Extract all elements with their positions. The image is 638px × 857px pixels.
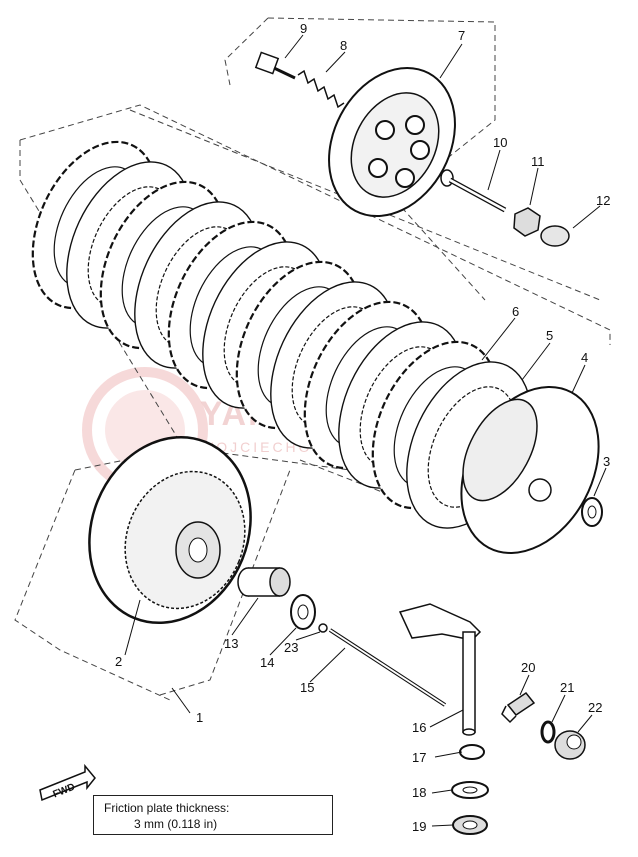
callout-2: 2 bbox=[115, 654, 122, 669]
clutch-housing bbox=[88, 435, 252, 625]
fwd-arrow-icon: FWD bbox=[39, 763, 96, 802]
friction-plate-note: Friction plate thickness: 3 mm (0.118 in… bbox=[93, 795, 333, 835]
callout-21: 21 bbox=[560, 680, 574, 695]
note-line1: Friction plate thickness: bbox=[104, 801, 230, 815]
callout-14: 14 bbox=[260, 655, 274, 670]
pressure-plate bbox=[328, 66, 456, 218]
push-lever-axle bbox=[398, 603, 482, 736]
callout-15: 15 bbox=[300, 680, 314, 695]
washer bbox=[290, 594, 316, 630]
adjusting-screw bbox=[501, 691, 536, 724]
note-line2: 3 mm (0.118 in) bbox=[134, 817, 218, 831]
leader-lines bbox=[124, 34, 607, 827]
callout-22: 22 bbox=[588, 700, 602, 715]
callout-11: 11 bbox=[531, 154, 545, 169]
callout-1: 1 bbox=[196, 710, 203, 725]
plain-washer bbox=[451, 781, 489, 799]
callout-4: 4 bbox=[581, 350, 588, 365]
spacer-bush bbox=[237, 567, 291, 597]
circlip bbox=[459, 744, 485, 760]
o-ring bbox=[540, 720, 556, 744]
clutch-boss bbox=[460, 386, 600, 554]
push-rod bbox=[440, 169, 507, 213]
callout-16: 16 bbox=[412, 720, 426, 735]
bolt bbox=[254, 51, 296, 80]
callout-3: 3 bbox=[603, 454, 610, 469]
callout-10: 10 bbox=[493, 135, 507, 150]
callout-19: 19 bbox=[412, 819, 426, 834]
clutch-spring bbox=[297, 69, 345, 109]
callout-6: 6 bbox=[512, 304, 519, 319]
callout-12: 12 bbox=[596, 193, 610, 208]
push-rod-long bbox=[328, 628, 447, 707]
callout-labels: 1 2 3 4 5 6 7 8 9 10 11 12 13 14 23 15 1… bbox=[115, 21, 610, 834]
oil-seal bbox=[452, 815, 488, 835]
callout-17: 17 bbox=[412, 750, 426, 765]
callout-8: 8 bbox=[340, 38, 347, 53]
callout-9: 9 bbox=[300, 21, 307, 36]
callout-5: 5 bbox=[546, 328, 553, 343]
callout-20: 20 bbox=[521, 660, 535, 675]
steel-ball bbox=[318, 623, 328, 633]
callout-18: 18 bbox=[412, 785, 426, 800]
lock-washer bbox=[540, 225, 570, 247]
callout-23: 23 bbox=[284, 640, 298, 655]
lock-nut bbox=[513, 207, 541, 237]
thrust-washer bbox=[581, 497, 603, 527]
cap-nut bbox=[554, 730, 586, 760]
callout-7: 7 bbox=[458, 28, 465, 43]
callout-13: 13 bbox=[224, 636, 238, 651]
